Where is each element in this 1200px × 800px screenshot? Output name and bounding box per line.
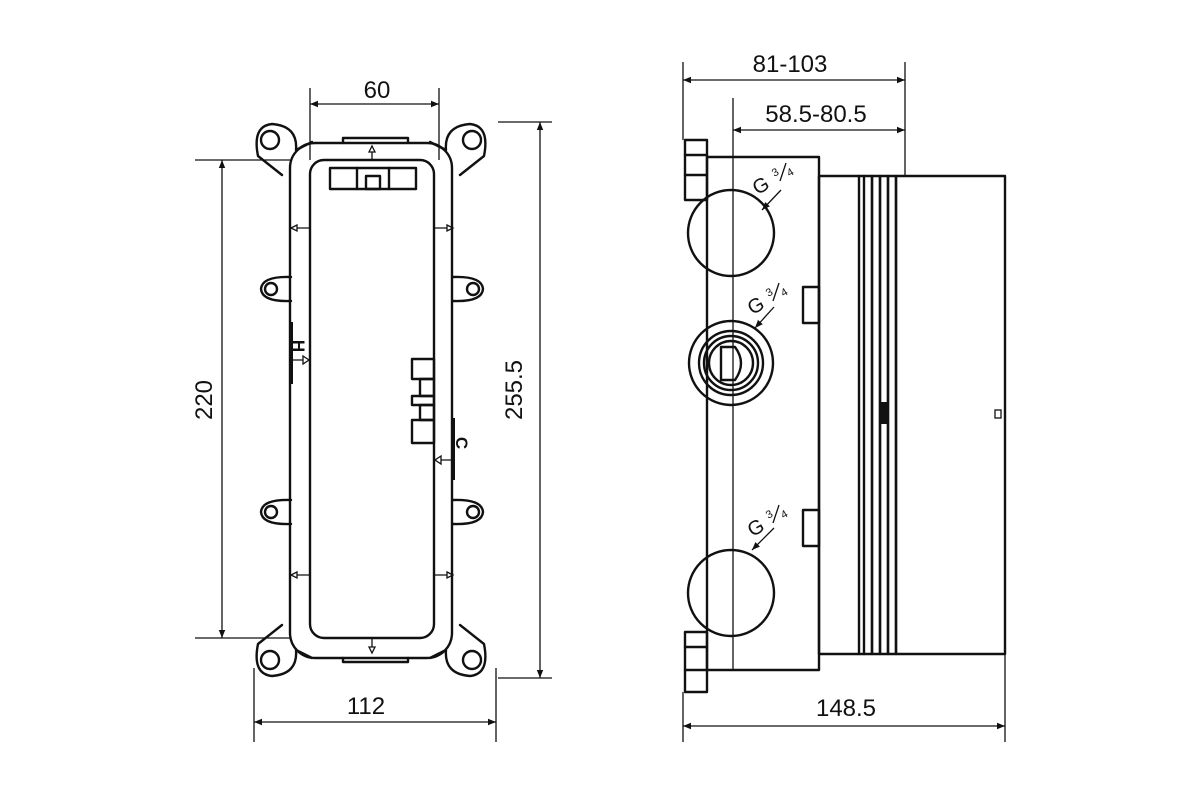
- svg-text:4: 4: [779, 508, 790, 521]
- hot-side-strip: [289, 322, 293, 384]
- side-view: G 3 4 G 3 4 G 3 4 81-103 58.5-80.5 1: [682, 51, 1007, 742]
- port-top-circle: [686, 188, 776, 278]
- dim-top-range-inner: 58.5-80.5: [765, 101, 866, 128]
- top-cartridge-slot: [328, 166, 418, 191]
- port-bottom-circle: [686, 548, 776, 638]
- side-ear-left-lower: [259, 498, 293, 526]
- dim-bottom-depth: 148.5: [816, 695, 876, 722]
- top-tab: [341, 136, 410, 145]
- side-tab-upper: [801, 285, 821, 325]
- body-outer-outline: [288, 141, 454, 660]
- right-small-arrow-lower-icon: [435, 570, 455, 580]
- side-body-outline: [705, 155, 821, 672]
- side-ear-right-upper: [451, 275, 485, 303]
- dim-left-height: 220: [191, 380, 218, 420]
- mounting-ear-bottom-right: [428, 623, 487, 678]
- port-middle-fitting: [687, 319, 775, 407]
- svg-text:4: 4: [785, 166, 796, 179]
- cold-side-strip: [451, 418, 455, 480]
- port-top-thread-label: G 3 4: [749, 162, 796, 200]
- side-ear-right-lower: [451, 498, 485, 526]
- cold-inlet-arrow-icon: [433, 454, 451, 466]
- dim-bottom-width: 112: [347, 693, 385, 720]
- threaded-sleeve: [817, 174, 898, 656]
- mounting-ear-top-left: [255, 122, 314, 177]
- left-small-arrow-upper-icon: [289, 223, 309, 233]
- front-view: H C 60 112 220 255.5: [191, 77, 552, 742]
- top-small-arrow-icon: [367, 144, 377, 161]
- center-cartridge-slot: [410, 357, 436, 445]
- left-small-arrow-lower-icon: [289, 570, 309, 580]
- hot-label: H: [289, 340, 308, 352]
- hot-inlet-arrow-icon: [293, 354, 311, 366]
- port-bottom-leader: [751, 527, 775, 551]
- right-small-arrow-upper-icon: [435, 223, 455, 233]
- port-top-leader: [761, 189, 782, 211]
- mounting-ear-bottom-left: [255, 623, 314, 678]
- dim-top-range-outer: 81-103: [753, 51, 828, 78]
- port-bottom-thread-label: G 3 4: [744, 504, 790, 542]
- side-tab-lower: [801, 508, 821, 548]
- bottom-tab: [341, 656, 410, 664]
- svg-text:4: 4: [779, 286, 790, 299]
- svg-text:3: 3: [770, 166, 781, 179]
- svg-text:G: G: [744, 293, 768, 320]
- dim-top-width: 60: [364, 77, 391, 104]
- svg-text:3: 3: [764, 286, 775, 299]
- cold-label: C: [452, 437, 471, 449]
- dim-right-height: 255.5: [501, 360, 528, 420]
- body-inner-outline: [308, 158, 436, 640]
- port-middle-leader: [754, 306, 775, 329]
- side-ear-left-upper: [259, 275, 293, 303]
- mounting-ear-top-right: [428, 122, 487, 177]
- svg-text:3: 3: [764, 508, 775, 521]
- bottom-small-arrow-icon: [367, 638, 377, 655]
- cover-box: [894, 174, 1007, 656]
